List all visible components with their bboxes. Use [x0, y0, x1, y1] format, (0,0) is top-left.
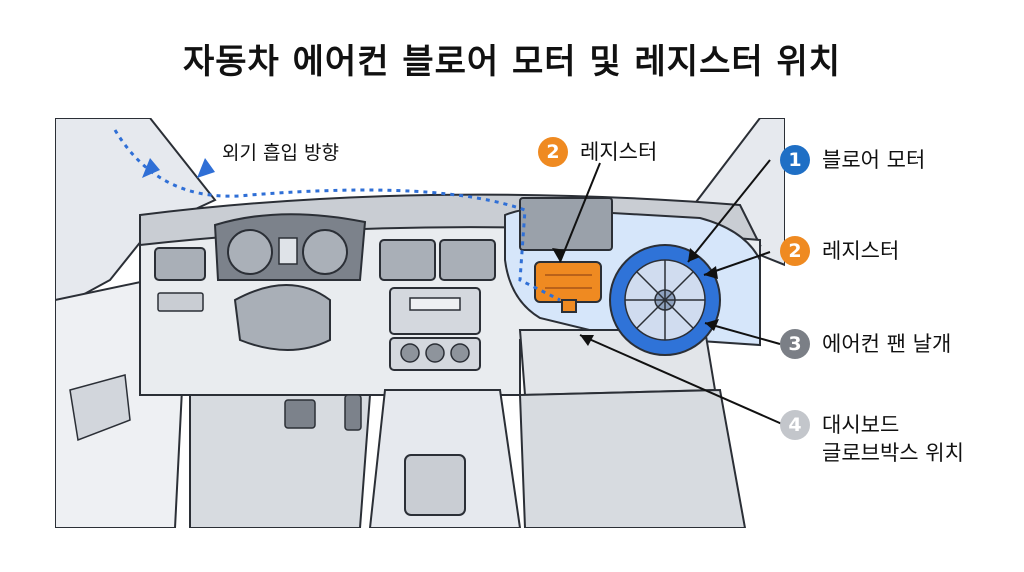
- callout-label: 레지스터: [822, 239, 900, 263]
- leader-resistor-top-head: [552, 248, 566, 262]
- door-handle: [69, 374, 131, 442]
- callout-resistor-top: 2 레지스터: [538, 137, 657, 167]
- right-intake-grille: [519, 197, 613, 251]
- switch-panel: [157, 292, 204, 312]
- airflow-label: 외기 흡입 방향: [222, 142, 339, 164]
- center-vent-right: [439, 239, 496, 281]
- airflow-arrowhead-1: [142, 158, 160, 178]
- climate-knob-2: [425, 343, 445, 363]
- callout-label: 레지스터: [580, 140, 658, 164]
- radio-display: [409, 297, 461, 311]
- climate-knob-3: [450, 343, 470, 363]
- driver-footwell: [189, 394, 372, 528]
- diagram-title: 자동차 에어컨 블로어 모터 및 레지스터 위치: [182, 42, 842, 82]
- leader-blower-motor: [687, 159, 771, 263]
- tachometer-gauge: [302, 229, 348, 275]
- callout-blower-motor: 1 블로어 모터: [780, 145, 925, 175]
- badge-3: 3: [780, 329, 810, 359]
- airflow-arrowhead-2: [197, 158, 215, 178]
- callout-fan-blade: 3 에어컨 팬 날개: [780, 329, 951, 359]
- resistor-icon: [534, 261, 602, 313]
- callout-label-line2: 글로브박스 위치: [822, 441, 964, 465]
- accelerator-pedal: [344, 394, 362, 431]
- badge-2: 2: [538, 137, 568, 167]
- callout-resistor-right: 2 레지스터: [780, 236, 899, 266]
- climate-knob-1: [400, 343, 420, 363]
- leader-fan-blade-head: [705, 319, 719, 331]
- leader-resistor-top: [559, 162, 601, 263]
- badge-4: 4: [780, 410, 810, 440]
- callout-glovebox: 4 대시보드 글로브박스 위치: [780, 410, 964, 467]
- left-air-vent: [154, 247, 206, 281]
- steering-wheel: [233, 284, 331, 351]
- leader-fan-blade: [704, 322, 781, 345]
- callout-label: 에어컨 팬 날개: [822, 332, 952, 356]
- callout-label-multiline: 대시보드 글로브박스 위치: [822, 410, 964, 467]
- callout-label: 블로어 모터: [822, 148, 926, 172]
- gear-shifter-base: [404, 454, 466, 516]
- callout-label-line1: 대시보드: [822, 413, 900, 437]
- leader-glovebox-head: [580, 335, 594, 346]
- cluster-display: [278, 237, 298, 265]
- leader-blower-motor-head: [688, 248, 700, 262]
- passenger-footwell: [518, 388, 747, 528]
- badge-1: 1: [780, 145, 810, 175]
- brake-pedal: [284, 399, 316, 429]
- leader-glovebox: [579, 334, 783, 425]
- speedometer-gauge: [227, 229, 273, 275]
- center-vent-left: [379, 239, 436, 281]
- blower-motor-icon: [609, 244, 721, 356]
- radio-unit: [389, 287, 481, 335]
- badge-2: 2: [780, 236, 810, 266]
- leader-resistor-right-head: [704, 266, 718, 279]
